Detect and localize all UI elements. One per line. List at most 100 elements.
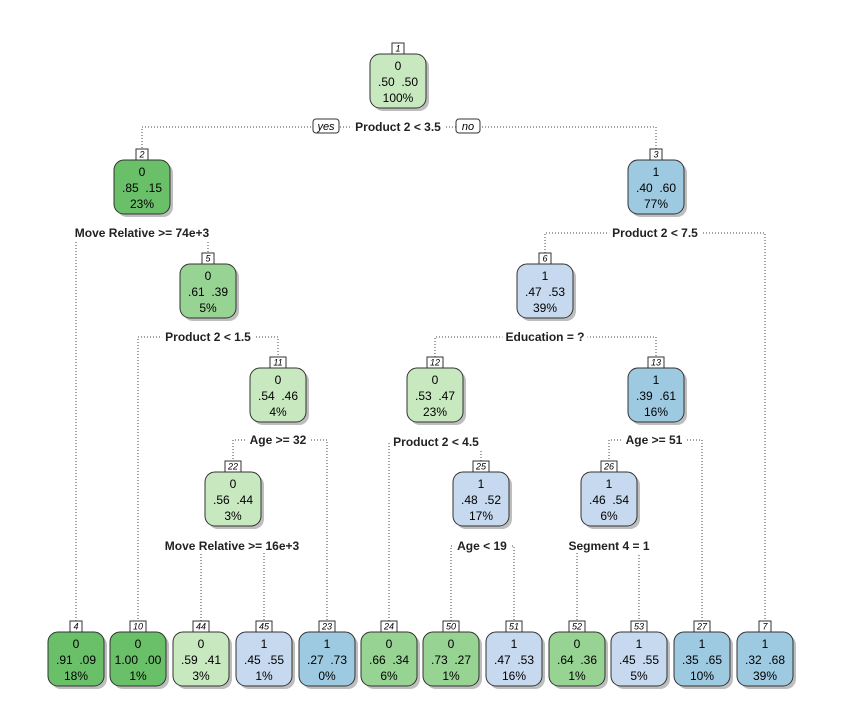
no-branch-tag: no — [455, 118, 481, 134]
node-percent: 6% — [380, 669, 398, 683]
split-label-bg — [162, 330, 255, 344]
node-percent: 1% — [255, 669, 273, 683]
node-class: 1 — [261, 637, 268, 651]
node-class: 1 — [699, 637, 706, 651]
split-label-bg — [609, 226, 702, 240]
node-probs: .27 .73 — [307, 653, 347, 667]
split-label-26: Segment 4 = 1 — [565, 539, 653, 553]
node-id: 24 — [383, 622, 394, 632]
node-id-tag — [129, 620, 147, 633]
node-id: 1 — [395, 44, 400, 54]
node-id-tag — [192, 620, 210, 633]
split-rule: Product 2 < 1.5 — [165, 330, 251, 344]
node-class: 0 — [230, 477, 237, 491]
split-rule: Product 2 < 3.5 — [355, 120, 441, 134]
split-rule: Age >= 32 — [250, 433, 307, 447]
node-id-tag — [758, 620, 772, 633]
node-id-tag — [649, 148, 663, 161]
node-id: 6 — [542, 254, 547, 264]
tree-node-53: 531.45 .555% — [610, 620, 670, 689]
split-label-bg — [454, 539, 511, 553]
node-id-tag — [538, 252, 552, 265]
node-id-tag — [647, 356, 665, 369]
node-percent: 16% — [644, 405, 668, 419]
node-id-tag — [472, 460, 490, 473]
node-class: 1 — [653, 373, 660, 387]
node-class: 0 — [574, 637, 581, 651]
node-class: 1 — [324, 637, 331, 651]
yes-branch-tag: yes — [312, 118, 340, 134]
node-id-tag — [201, 252, 215, 265]
node-class: 1 — [636, 637, 643, 651]
edge-22-45 — [232, 545, 265, 631]
node-percent: 39% — [533, 301, 557, 315]
node-id: 52 — [572, 622, 582, 632]
node-percent: 0% — [318, 669, 336, 683]
node-id: 13 — [651, 358, 661, 368]
node-percent: 100% — [383, 91, 414, 105]
node-id-tag — [224, 460, 242, 473]
node-id-tag — [135, 148, 149, 161]
node-id: 50 — [446, 622, 456, 632]
node-class: 0 — [275, 373, 282, 387]
node-probs: .50 .50 — [378, 75, 418, 89]
node-class: 1 — [542, 269, 549, 283]
split-label-22: Move Relative >= 16e+3 — [161, 539, 303, 553]
split-label-3: Product 2 < 7.5 — [609, 226, 702, 240]
split-label-11: Age >= 32 — [246, 433, 310, 447]
tree-node-44: 440.59 .413% — [172, 620, 232, 689]
split-label-bg — [390, 435, 483, 449]
node-probs: .40 .60 — [636, 181, 676, 195]
node-class: 0 — [198, 637, 205, 651]
edge-25-51 — [482, 545, 515, 631]
node-probs: .56 .44 — [213, 493, 253, 507]
node-percent: 23% — [423, 405, 447, 419]
node-id: 25 — [475, 462, 487, 472]
yes-tag-box — [312, 118, 340, 134]
tree-node-22: 220.56 .443% — [204, 460, 264, 529]
node-probs: .47 .53 — [525, 285, 565, 299]
node-percent: 5% — [199, 301, 217, 315]
split-rule: Age < 19 — [457, 539, 507, 553]
node-id: 2 — [138, 150, 144, 160]
split-rule: Age >= 51 — [626, 433, 683, 447]
node-id-tag — [505, 620, 523, 633]
split-label-13: Age >= 51 — [622, 433, 686, 447]
node-percent: 5% — [630, 669, 648, 683]
tree-node-11: 110.54 .464% — [249, 356, 309, 425]
node-percent: 16% — [502, 669, 526, 683]
node-id-tag — [69, 620, 83, 633]
node-percent: 77% — [644, 197, 668, 211]
split-label-2: Move Relative >= 74e+3 — [71, 226, 213, 240]
split-rule: Product 2 < 4.5 — [393, 435, 479, 449]
edge-12-24 — [388, 441, 436, 631]
split-label-12: Product 2 < 4.5 — [390, 435, 483, 449]
node-id: 26 — [603, 462, 614, 472]
node-id: 51 — [509, 622, 519, 632]
node-id: 5 — [205, 254, 211, 264]
node-probs: .66 .34 — [369, 653, 409, 667]
node-probs: .46 .54 — [589, 493, 629, 507]
split-rule: Segment 4 = 1 — [568, 539, 649, 553]
node-probs: .73 .27 — [431, 653, 471, 667]
edge-26-53 — [609, 545, 640, 631]
node-class: 0 — [135, 637, 142, 651]
split-rule: Product 2 < 7.5 — [612, 226, 698, 240]
node-percent: 23% — [130, 197, 154, 211]
split-label-bg — [352, 120, 445, 134]
edge-11-23 — [278, 439, 328, 631]
edge-2-4 — [75, 232, 142, 631]
split-label-bg — [161, 539, 303, 553]
node-id: 7 — [762, 622, 768, 632]
edge-13-27 — [654, 439, 703, 631]
node-class: 1 — [653, 165, 660, 179]
node-id: 11 — [273, 358, 282, 368]
split-rule: Education = ? — [505, 330, 584, 344]
